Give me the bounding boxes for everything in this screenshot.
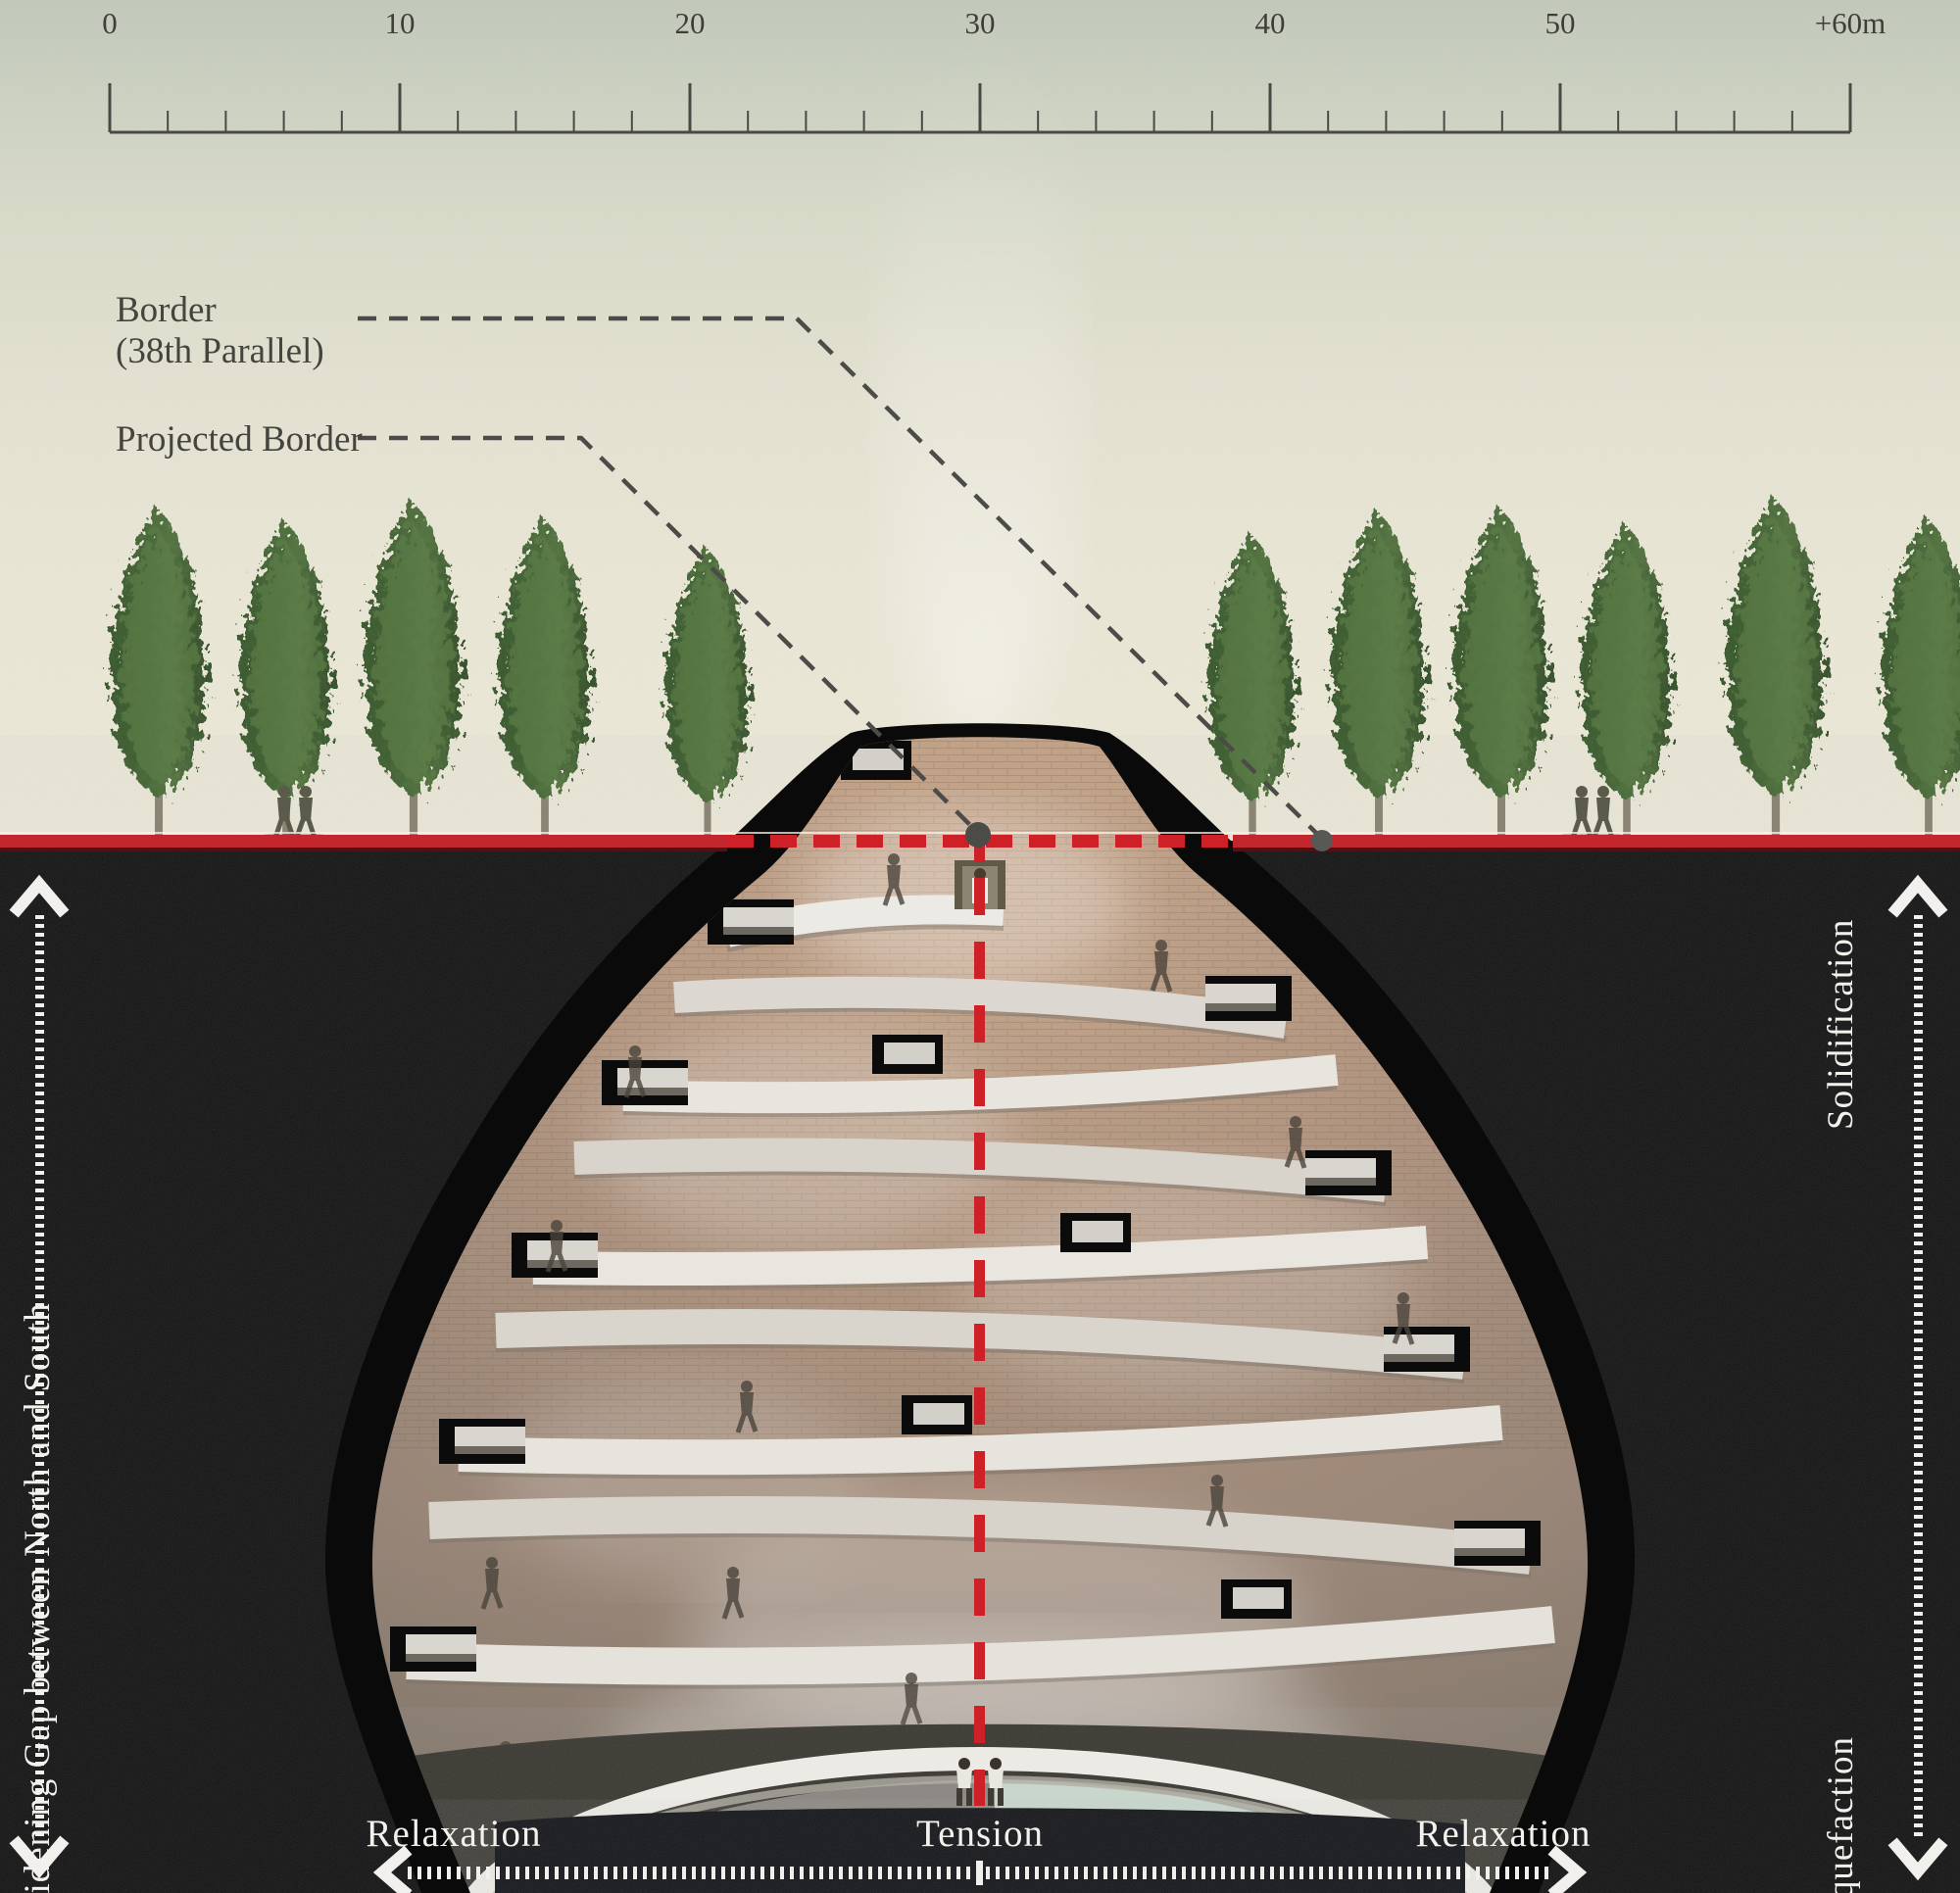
arrowheads xyxy=(9,874,1948,1893)
scale-label-10: 10 xyxy=(384,6,416,40)
projected-border-leader xyxy=(358,435,980,835)
liquefaction-label: Liquefaction xyxy=(1821,1735,1861,1893)
scale-label-60: +60m xyxy=(1814,6,1886,40)
arrow-up-icon xyxy=(1887,874,1948,918)
scale-bar xyxy=(108,83,1852,134)
arrow-down-icon xyxy=(9,1835,70,1879)
bottom-tension-line xyxy=(408,1867,1552,1879)
tension-label: Tension xyxy=(916,1813,1044,1855)
arrow-right-icon xyxy=(1547,1845,1588,1893)
scale-label-20: 20 xyxy=(674,6,706,40)
border-leader xyxy=(358,316,1324,841)
arrow-up-icon xyxy=(9,874,70,918)
border-point-right xyxy=(1311,830,1333,851)
border-label-line1: Border xyxy=(116,290,217,330)
relaxation-right-label: Relaxation xyxy=(1415,1813,1592,1855)
border-point-center xyxy=(965,822,991,848)
left-gap-label: Widening Gap between North and South xyxy=(18,1302,58,1893)
leader-lines xyxy=(358,316,1333,851)
arrow-down-icon xyxy=(1887,1837,1948,1881)
deck-rim xyxy=(444,1747,1516,1893)
scale-label-40: 40 xyxy=(1254,6,1286,40)
relaxation-left-label: Relaxation xyxy=(366,1813,542,1855)
left-gap-line xyxy=(35,915,44,1838)
arrow-left-icon xyxy=(372,1845,413,1893)
right-phase-line xyxy=(1914,915,1923,1840)
solidification-label: Solidification xyxy=(1821,918,1861,1130)
scale-label-30: 30 xyxy=(964,6,996,40)
border-label-line2: (38th Parallel) xyxy=(116,331,324,371)
scale-label-0: 0 xyxy=(102,6,118,40)
projected-border-label: Projected Border xyxy=(116,419,363,460)
scale-label-50: 50 xyxy=(1544,6,1576,40)
steam-plume xyxy=(887,39,1073,745)
